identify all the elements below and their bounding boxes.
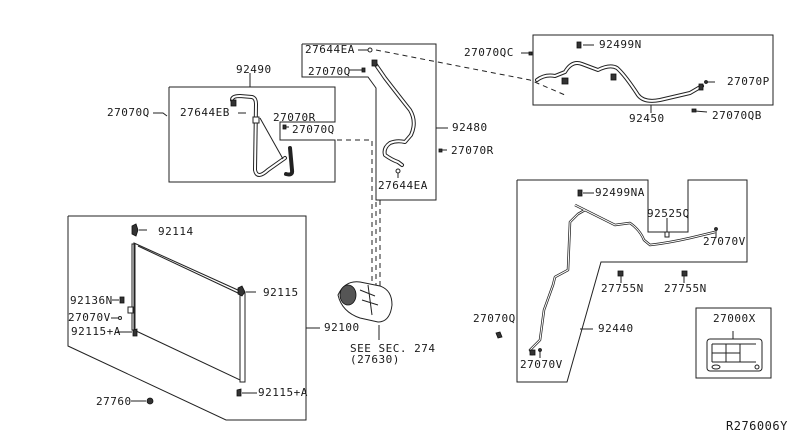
group-92450 xyxy=(521,34,774,113)
part-label-27070Q: 27070Q xyxy=(308,65,351,78)
part-label-27070V: 27070V xyxy=(703,235,746,248)
part-label-92440: 92440 xyxy=(598,322,634,335)
part-label-27755N: 27755N xyxy=(601,282,644,295)
part-label-92100: 92100 xyxy=(324,321,360,334)
part-label-92499N: 92499N xyxy=(599,38,642,51)
label-27000X xyxy=(695,307,772,379)
part-label-27070P: 27070P xyxy=(727,75,770,88)
part-label-27644EB: 27644EB xyxy=(180,106,230,119)
part-label-27070QC: 27070QC xyxy=(464,46,514,59)
part-label-27070Q: 27070Q xyxy=(292,123,335,136)
part-label-92450: 92450 xyxy=(629,112,665,125)
part-label-27070QB: 27070QB xyxy=(712,109,762,122)
part-label-27070R: 27070R xyxy=(273,111,316,124)
part-label-27644EA: 27644EA xyxy=(378,179,428,192)
part-label-92115: 92115 xyxy=(263,286,299,299)
fitting-icon xyxy=(230,99,237,107)
part-label-27070V: 27070V xyxy=(68,311,111,324)
part-label-92499NA: 92499NA xyxy=(595,186,645,199)
part-label-27070Q: 27070Q xyxy=(473,312,516,325)
part-label-27760: 27760 xyxy=(96,395,132,408)
part-label-92115-A: 92115+A xyxy=(258,386,308,399)
part-label-92136N: 92136N xyxy=(70,294,113,307)
group-92440 xyxy=(495,179,748,383)
group-92480 xyxy=(301,43,448,201)
group-92100 xyxy=(67,215,320,421)
part-label-92490: 92490 xyxy=(236,63,272,76)
compressor-icon xyxy=(337,281,393,340)
part-label-92115-A: 92115+A xyxy=(71,325,121,338)
part-label-27000X: 27000X xyxy=(713,312,756,325)
part-label-27070R: 27070R xyxy=(451,144,494,157)
diagram-reference-code: R276006Y xyxy=(726,419,788,433)
part-label-27755N: 27755N xyxy=(664,282,707,295)
part-label-92525Q: 92525Q xyxy=(647,207,690,220)
part-label-27070Q: 27070Q xyxy=(107,106,150,119)
part-label-92480: 92480 xyxy=(452,121,488,134)
part-label-27644EA: 27644EA xyxy=(305,43,355,56)
part-label-92114: 92114 xyxy=(158,225,194,238)
part-label-27070V: 27070V xyxy=(520,358,563,371)
see-section-reference[interactable]: SEE SEC. 274 xyxy=(350,342,436,355)
group-92490 xyxy=(153,73,336,183)
see-section-part-number: (27630) xyxy=(350,353,400,366)
